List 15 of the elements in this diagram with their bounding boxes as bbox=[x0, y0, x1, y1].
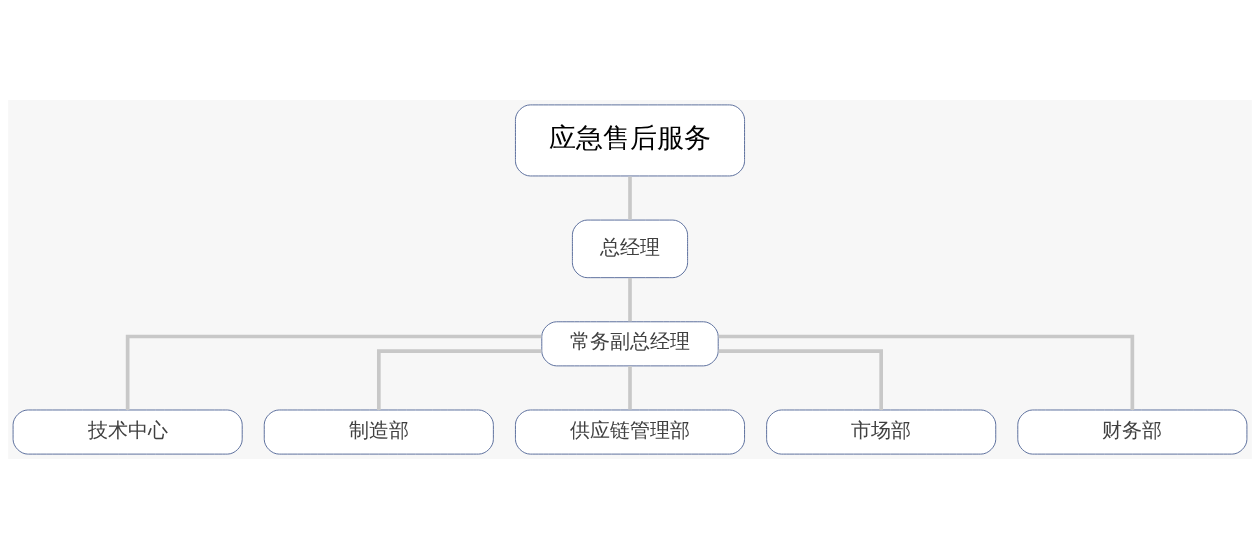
node-box: 制造部 bbox=[263, 409, 494, 455]
node-box: 总经理 bbox=[571, 219, 689, 278]
node-box: 应急售后服务 bbox=[514, 103, 746, 176]
connector bbox=[628, 277, 632, 321]
connector bbox=[628, 365, 632, 409]
node-box: 市场部 bbox=[766, 409, 997, 455]
connector bbox=[377, 348, 542, 410]
connector bbox=[718, 334, 1135, 410]
connector bbox=[718, 348, 883, 410]
connector bbox=[628, 176, 632, 220]
node-box: 常务副总经理 bbox=[541, 320, 719, 366]
connector bbox=[125, 334, 542, 410]
node-box: 财务部 bbox=[1017, 409, 1248, 455]
node-box: 供应链管理部 bbox=[514, 409, 746, 455]
node-box: 技术中心 bbox=[12, 409, 243, 455]
